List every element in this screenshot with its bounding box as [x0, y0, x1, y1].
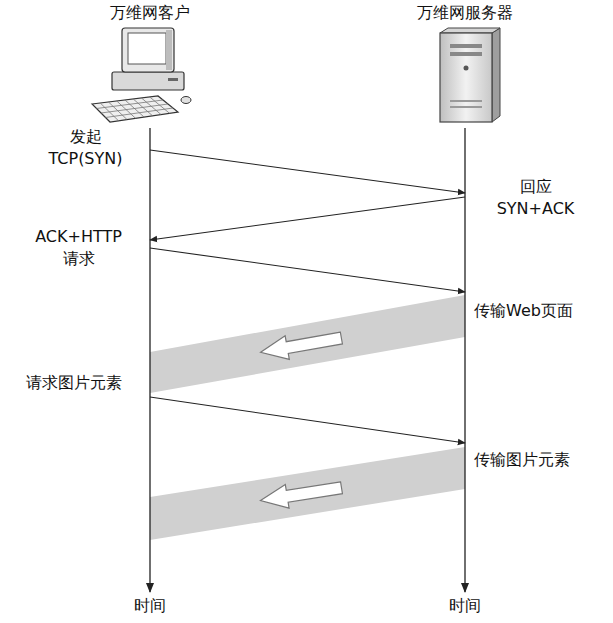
drawing-part — [150, 97, 170, 113]
drawing-part — [97, 97, 174, 121]
drawing-part — [92, 96, 178, 122]
drawing-part — [464, 66, 469, 71]
host-title: 万维网客户 — [80, 2, 220, 24]
drawing-part — [440, 28, 500, 33]
drawing-part — [450, 106, 482, 108]
message-arrow — [150, 397, 465, 443]
message-arrow — [150, 248, 465, 292]
server-icon — [440, 28, 500, 122]
step-label: 传输图片元素 — [474, 449, 610, 471]
direction-arrow — [259, 326, 344, 364]
drawing-part — [117, 101, 136, 118]
time-axis-label: 时间 — [430, 595, 500, 617]
message-arrow — [150, 197, 465, 240]
drawing-part — [168, 78, 178, 81]
step-label: ACK+HTTP 请求 — [26, 226, 131, 270]
drawing-part — [450, 100, 482, 102]
transfer-band — [150, 447, 465, 540]
step-label: 传输Web页面 — [474, 300, 610, 322]
drawing-part — [109, 102, 128, 120]
drawing-part — [166, 30, 172, 70]
drawing-part — [122, 28, 174, 72]
drawing-part — [133, 99, 152, 116]
drawing-part — [450, 52, 482, 56]
client-lifeline — [149, 128, 150, 592]
host-node: 万维网服务器 — [395, 2, 535, 127]
step-label: 发起 TCP(SYN) — [38, 126, 133, 170]
drawing-part — [450, 44, 482, 48]
drawing-part — [128, 33, 166, 64]
drawing-part — [181, 97, 191, 104]
message-arrow — [150, 150, 465, 193]
drawing-part — [492, 28, 500, 122]
drawing-part — [125, 100, 144, 117]
drawing-part — [112, 72, 184, 90]
step-label: 请求图片元素 — [4, 372, 144, 394]
drawing-part — [440, 33, 492, 122]
transfer-band — [150, 295, 465, 393]
host-title: 万维网服务器 — [395, 2, 535, 24]
time-axis-label: 时间 — [115, 595, 185, 617]
direction-arrow — [259, 476, 344, 513]
client-computer-icon — [92, 28, 191, 122]
drawing-part — [100, 103, 118, 121]
step-label: 回应 SYN+ACK — [488, 176, 583, 220]
drawing-part — [142, 98, 162, 115]
host-node: 万维网客户 — [80, 2, 220, 127]
